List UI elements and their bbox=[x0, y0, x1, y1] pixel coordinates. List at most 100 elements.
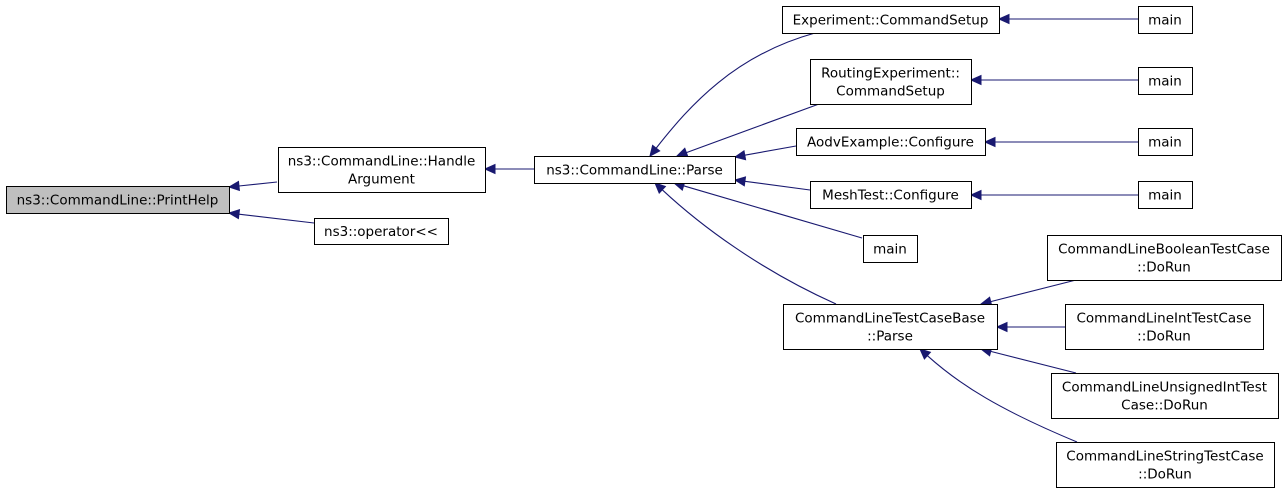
node-box bbox=[1047, 235, 1282, 281]
node-label: ns3::CommandLine::Parse bbox=[546, 163, 723, 179]
arrowhead-icon bbox=[649, 144, 661, 157]
node-main_mid[interactable]: main bbox=[863, 235, 918, 263]
edge-line bbox=[683, 185, 863, 239]
node-label: main bbox=[1148, 74, 1182, 90]
edge-line bbox=[655, 32, 816, 149]
node-label: main bbox=[1148, 188, 1182, 204]
node-label: CommandLineBooleanTestCase bbox=[1058, 242, 1270, 258]
node-label: Experiment::CommandSetup bbox=[793, 13, 989, 29]
node-main4[interactable]: main bbox=[1138, 181, 1193, 209]
node-main2[interactable]: main bbox=[1138, 67, 1193, 95]
node-aodvconf[interactable]: AodvExample::Configure bbox=[796, 128, 986, 156]
edge-main1-to-expsetup bbox=[997, 13, 1138, 25]
edge-parse-to-handlearg bbox=[483, 163, 534, 175]
node-label: ::Parse bbox=[867, 329, 913, 345]
node-label: CommandLineTestCaseBase bbox=[795, 311, 985, 327]
edge-line bbox=[661, 189, 837, 305]
edge-line bbox=[990, 279, 1077, 303]
node-box bbox=[796, 128, 986, 156]
node-label: ::DoRun bbox=[1137, 329, 1191, 345]
node-operator[interactable]: ns3::operator<< bbox=[314, 218, 449, 245]
node-strtc[interactable]: CommandLineStringTestCase::DoRun bbox=[1056, 442, 1275, 488]
arrowhead-icon bbox=[997, 13, 1010, 25]
node-box bbox=[863, 235, 918, 263]
node-main3[interactable]: main bbox=[1138, 128, 1193, 156]
node-box bbox=[1138, 128, 1193, 156]
node-label: ::DoRun bbox=[1137, 260, 1191, 276]
node-routsetup[interactable]: RoutingExperiment::CommandSetup bbox=[810, 59, 972, 105]
node-inttc[interactable]: CommandLineIntTestCase::DoRun bbox=[1065, 304, 1264, 350]
node-box bbox=[810, 181, 972, 209]
node-booltc[interactable]: CommandLineBooleanTestCase::DoRun bbox=[1047, 235, 1282, 281]
node-box bbox=[314, 218, 449, 245]
edge-operator-to-printhelp bbox=[227, 208, 315, 224]
arrowhead-icon bbox=[675, 147, 689, 158]
node-parse[interactable]: ns3::CommandLine::Parse bbox=[534, 156, 736, 184]
node-box bbox=[782, 6, 1000, 34]
node-label: CommandSetup bbox=[836, 84, 945, 100]
arrowhead-icon bbox=[227, 180, 240, 192]
node-printhelp[interactable]: ns3::CommandLine::PrintHelp bbox=[6, 186, 230, 214]
edge-line bbox=[744, 180, 811, 191]
node-label: main bbox=[1148, 135, 1182, 151]
edge-main4-to-meshconf bbox=[969, 189, 1138, 201]
node-label: Argument bbox=[348, 172, 415, 188]
node-label: MeshTest::Configure bbox=[822, 188, 959, 204]
edge-line bbox=[238, 181, 278, 187]
edge-booltc-to-tcbparse bbox=[979, 279, 1077, 307]
edges-layer bbox=[227, 13, 1138, 443]
edge-main3-to-aodvconf bbox=[983, 136, 1138, 148]
node-box bbox=[1138, 67, 1193, 95]
arrowhead-icon bbox=[483, 163, 496, 175]
node-label: CommandLineIntTestCase bbox=[1077, 311, 1252, 327]
node-label: ns3::operator<< bbox=[324, 224, 438, 240]
node-box bbox=[1138, 6, 1193, 34]
edge-routsetup-to-parse bbox=[675, 103, 820, 158]
node-label: main bbox=[873, 242, 907, 258]
node-box bbox=[278, 147, 486, 193]
edge-line bbox=[238, 213, 315, 224]
node-label: ns3::CommandLine::Handle bbox=[288, 154, 476, 170]
nodes-layer: ns3::CommandLine::PrintHelp ns3::CommandL… bbox=[6, 6, 1282, 488]
edge-main2-to-routsetup bbox=[969, 74, 1138, 86]
node-meshconf[interactable]: MeshTest::Configure bbox=[810, 181, 972, 209]
arrowhead-icon bbox=[654, 182, 667, 195]
arrowhead-icon bbox=[919, 348, 932, 360]
node-box bbox=[6, 186, 230, 214]
node-label: AodvExample::Configure bbox=[807, 135, 974, 151]
edge-meshconf-to-parse bbox=[733, 176, 811, 191]
node-box bbox=[1051, 373, 1279, 419]
node-box bbox=[783, 304, 998, 350]
node-label: RoutingExperiment:: bbox=[821, 66, 960, 82]
edge-strtc-to-tcbparse bbox=[919, 348, 1078, 443]
node-label: CommandLineUnsignedIntTest bbox=[1062, 380, 1267, 396]
node-expsetup[interactable]: Experiment::CommandSetup bbox=[782, 6, 1000, 34]
node-label: CommandLineStringTestCase bbox=[1066, 449, 1263, 465]
node-box bbox=[534, 156, 736, 184]
node-label: ::DoRun bbox=[1138, 467, 1192, 483]
edge-line bbox=[686, 103, 820, 154]
node-label: main bbox=[1148, 13, 1182, 29]
edge-tcbparse-to-parse bbox=[654, 182, 837, 305]
arrowhead-icon bbox=[733, 149, 747, 161]
edge-handlearg-to-printhelp bbox=[227, 180, 278, 192]
arrowhead-icon bbox=[995, 321, 1008, 333]
edge-uinttc-to-tcbparse bbox=[979, 346, 1077, 374]
node-label: Case::DoRun bbox=[1121, 398, 1208, 414]
node-box bbox=[1138, 181, 1193, 209]
node-box bbox=[810, 59, 972, 105]
edge-line bbox=[744, 145, 797, 156]
arrowhead-icon bbox=[969, 74, 982, 86]
node-tcbparse[interactable]: CommandLineTestCaseBase::Parse bbox=[783, 304, 998, 350]
edge-expsetup-to-parse bbox=[649, 32, 816, 157]
node-box bbox=[1065, 304, 1264, 350]
node-box bbox=[1056, 442, 1275, 488]
arrowhead-icon bbox=[983, 136, 996, 148]
edge-inttc-to-tcbparse bbox=[995, 321, 1065, 333]
edge-line bbox=[990, 350, 1077, 374]
arrowhead-icon bbox=[227, 208, 241, 220]
node-main1[interactable]: main bbox=[1138, 6, 1193, 34]
